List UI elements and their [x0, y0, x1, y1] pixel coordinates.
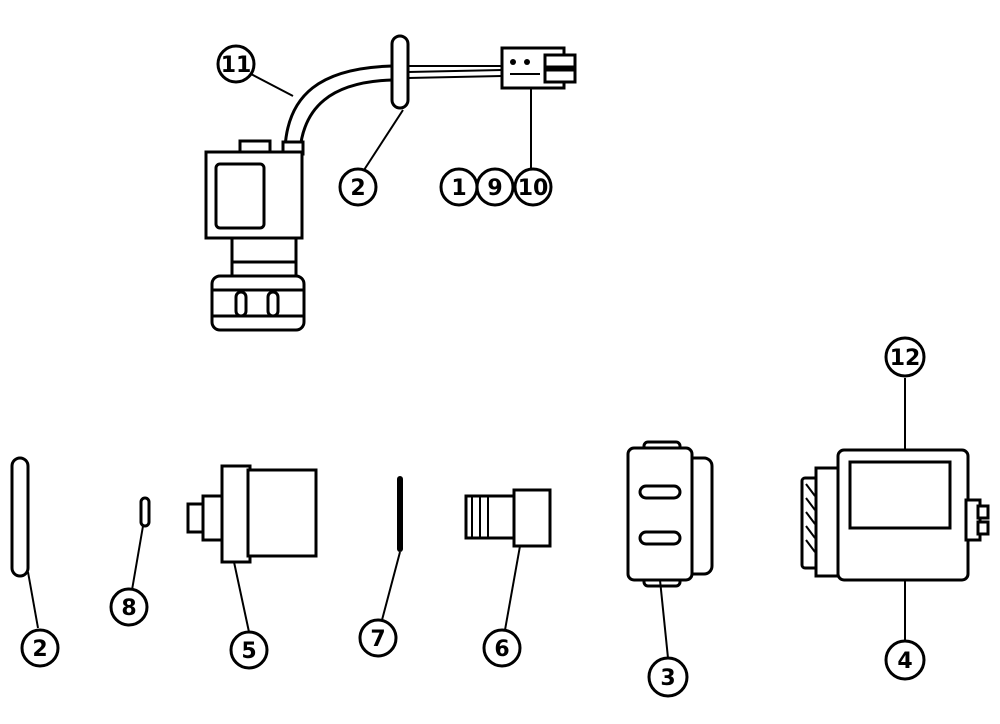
callout-2-bottom-label: 2 [32, 637, 47, 662]
callout-8: 8 [109, 587, 149, 627]
assembled-solenoid-valve [204, 34, 577, 332]
callout-6: 6 [482, 628, 522, 668]
callout-2-top-label: 2 [350, 176, 365, 201]
callout-9: 9 [475, 167, 515, 207]
callout-4-label: 4 [897, 649, 912, 674]
part-4-coil-assembly [800, 448, 990, 582]
callout-5-label: 5 [241, 639, 256, 664]
part-6-plunger [464, 488, 552, 548]
part-5-adapter [186, 464, 318, 564]
part-7-o-ring [397, 476, 403, 552]
callout-10: 10 [513, 167, 553, 207]
callout-7-label: 7 [370, 627, 385, 652]
callout-5: 5 [229, 630, 269, 670]
part-2-grommet [10, 456, 30, 578]
callout-8-label: 8 [121, 596, 136, 621]
part-3-housing [626, 440, 714, 588]
callout-1-label: 1 [451, 176, 466, 201]
callout-10-label: 10 [518, 176, 549, 201]
valve-body [210, 274, 306, 332]
callout-9-label: 9 [487, 176, 502, 201]
callout-11-label: 11 [221, 53, 252, 78]
callout-12: 12 [884, 336, 926, 378]
part-8-pin [139, 496, 151, 528]
callout-7: 7 [358, 618, 398, 658]
callout-2-top: 2 [338, 167, 378, 207]
callout-3-label: 3 [660, 666, 675, 691]
leader-lines [27, 73, 906, 659]
callout-1: 1 [439, 167, 479, 207]
cable-grommet [390, 34, 410, 110]
callout-3: 3 [647, 656, 689, 698]
callout-2-bottom: 2 [20, 628, 60, 668]
callout-11: 11 [216, 44, 256, 84]
callout-12-label: 12 [890, 346, 921, 371]
callout-4: 4 [884, 639, 926, 681]
callout-6-label: 6 [494, 637, 509, 662]
